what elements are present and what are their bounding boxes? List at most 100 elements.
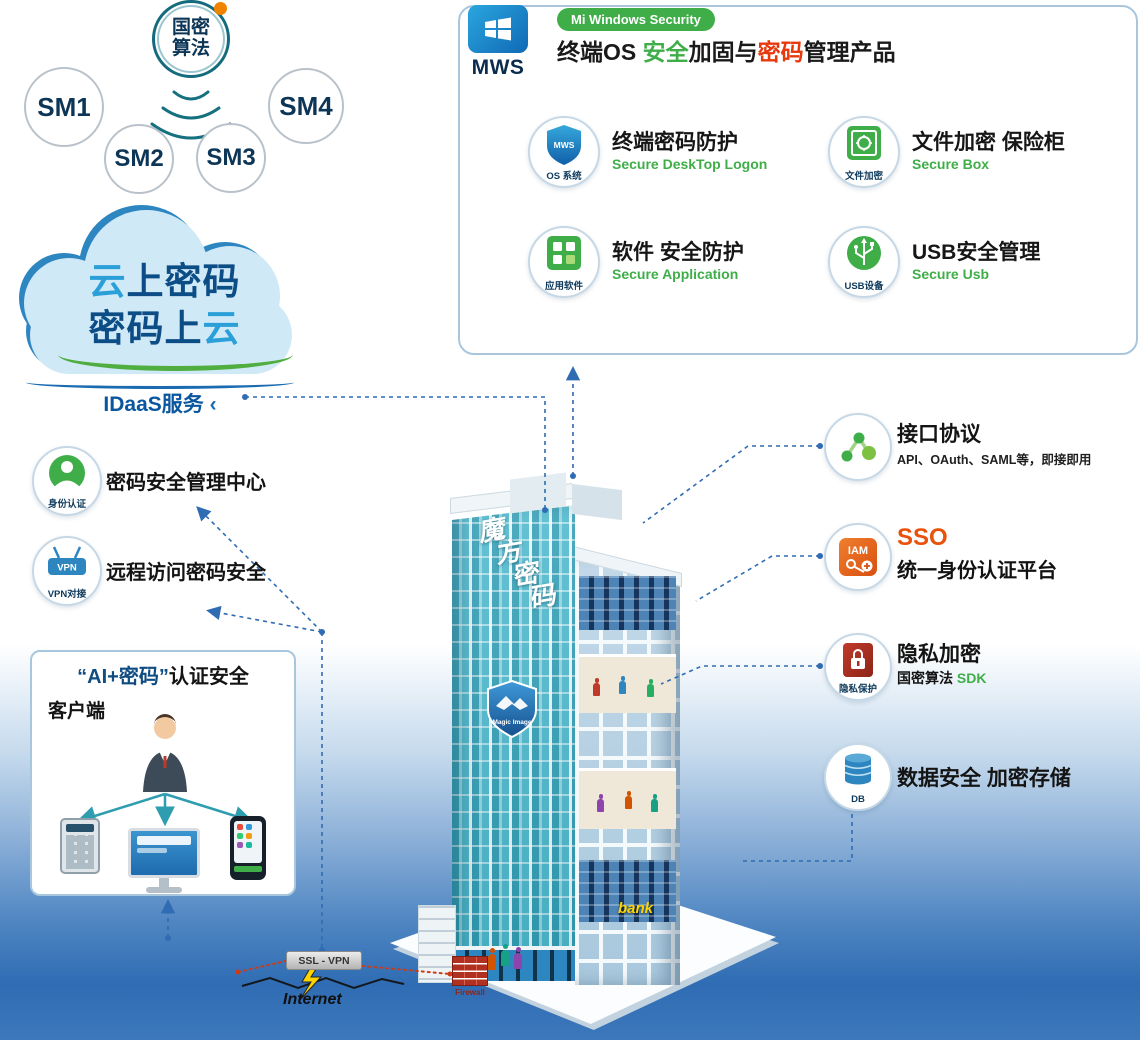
svg-text:IAM: IAM — [848, 545, 868, 557]
keypad-keys — [66, 835, 94, 869]
monitor-screen — [128, 828, 200, 878]
vpn-router-icon: VPN — [48, 546, 86, 575]
office-floor — [579, 768, 676, 829]
client-box-title: “AI+密码”认证安全 — [32, 660, 294, 689]
idaas-label: IDaaS服务 ‹ — [55, 388, 265, 418]
office-floor — [579, 654, 676, 713]
badge-label: VPN对接 — [47, 589, 87, 600]
badge-label: 身份认证 — [47, 499, 86, 510]
client-title-em: “AI+密码” — [77, 666, 169, 688]
privacy-sub-green: SDK — [956, 670, 987, 686]
svg-text:MWS: MWS — [554, 140, 575, 150]
building-annex — [418, 905, 456, 983]
badge-label: 应用软件 — [544, 281, 583, 292]
penthouse — [572, 478, 622, 521]
sm4-circle: SM4 — [268, 68, 344, 144]
bank-sign: bank — [618, 900, 654, 917]
badge-label: USB设备 — [844, 281, 884, 292]
left-arrow-icon: ‹ — [209, 393, 217, 416]
badge-label: DB — [851, 794, 865, 805]
vpn-badge: VPN VPN对接 — [32, 536, 102, 606]
service-title-data-security: 数据安全 加密存储 — [897, 767, 1071, 790]
firewall-icon — [452, 956, 488, 986]
usb-icon — [847, 236, 881, 270]
file-encrypt-badge: 文件加密 — [828, 116, 900, 188]
gm-label-line2: 算法 — [171, 37, 210, 59]
phone-screen — [234, 821, 262, 863]
mws-logo-text: MWS — [471, 56, 525, 79]
mws-item-subtitle: Secure Application — [612, 266, 739, 282]
mws-item-title: USB安全管理 — [912, 241, 1041, 264]
svg-text:VPN: VPN — [57, 563, 77, 574]
mws-item-subtitle: Secure Box — [912, 156, 990, 172]
gm-label-line1: 国密 — [171, 17, 210, 38]
penthouse — [510, 466, 566, 514]
cloud-underline-green — [58, 338, 293, 371]
mws-badge-pill: Mi Windows Security — [557, 8, 715, 31]
firewall-label: Firewall — [455, 988, 485, 997]
windows-logo-icon — [468, 5, 528, 53]
keypad-screen — [66, 824, 94, 832]
service-title-sso: SSO — [897, 524, 948, 551]
title-part: 终端OS — [557, 39, 643, 65]
shield-logo-icon: Magic Image — [487, 679, 537, 739]
sm2-circle: SM2 — [104, 124, 174, 194]
service-sub-sso: 统一身份认证平台 — [897, 560, 1057, 582]
sm1-circle: SM1 — [24, 67, 104, 147]
os-system-badge: MWS OS 系统 — [528, 116, 600, 188]
usb-device-badge: USB设备 — [828, 226, 900, 298]
title-part: 管理产品 — [803, 39, 896, 65]
distribution-arrows — [76, 792, 254, 826]
client-title-rest: 认证安全 — [168, 666, 249, 688]
mws-panel-title: 终端OS 安全加固与密码管理产品 — [557, 33, 896, 67]
ssl-vpn-box: SSL - VPN — [286, 951, 362, 970]
service-title-privacy: 隐私加密 — [897, 643, 981, 666]
building-main-tower — [452, 505, 575, 981]
title-part: 密码 — [757, 39, 804, 65]
phone-device-icon — [230, 816, 266, 880]
building-sign-char: 码 — [531, 578, 558, 614]
server-rack-floor — [579, 860, 676, 922]
idaas-text: IDaaS服务 — [103, 393, 204, 416]
title-part: 加固与 — [688, 39, 758, 65]
identity-icon — [49, 455, 85, 491]
privacy-sub-black: 国密算法 — [897, 670, 957, 686]
api-nodes-icon — [841, 432, 876, 462]
iam-icon: IAM — [839, 538, 877, 576]
service-title-remote-access: 远程访问密码安全 — [106, 562, 266, 584]
database-icon — [844, 753, 872, 785]
mws-item-subtitle: Secure DeskTop Logon — [612, 156, 768, 172]
mws-item-title: 软件 安全防护 — [612, 241, 744, 264]
service-title-password-center: 密码安全管理中心 — [106, 472, 266, 494]
badge-label: 文件加密 — [844, 171, 883, 182]
slogan-part: 云 — [88, 261, 127, 302]
application-grid-icon — [547, 236, 581, 270]
mws-item-title: 终端密码防护 — [612, 131, 738, 154]
sm3-circle: SM3 — [196, 123, 266, 193]
sso-iam-badge: IAM — [824, 523, 892, 591]
identity-auth-badge: 身份认证 — [32, 446, 102, 516]
privacy-lock-icon — [843, 643, 873, 677]
cloud-underline-blue — [26, 376, 294, 389]
phone-bottom-bar — [234, 866, 262, 872]
shield-mws-icon: MWS — [547, 125, 581, 165]
slogan-part: 上密码 — [126, 261, 241, 302]
internet-label: Internet — [283, 991, 342, 1008]
orange-dot — [214, 2, 227, 15]
ai-password-client-box: “AI+密码”认证安全 客户端 — [30, 650, 296, 896]
api-protocol-badge — [824, 413, 892, 481]
brand-shield: Magic Image — [486, 679, 538, 743]
client-label: 客户端 — [48, 701, 106, 722]
mws-item-title: 文件加密 保险柜 — [912, 131, 1065, 154]
app-software-badge: 应用软件 — [528, 226, 600, 298]
service-sub-privacy: 国密算法 SDK — [897, 668, 986, 688]
badge-label: 隐私保护 — [838, 684, 877, 695]
badge-label: OS 系统 — [546, 171, 582, 182]
desktop-device-icon — [128, 828, 200, 893]
title-part: 安全 — [642, 39, 689, 65]
keypad-device-icon — [60, 818, 100, 874]
database-badge: DB — [824, 743, 892, 811]
svg-text:Magic Image: Magic Image — [492, 719, 531, 726]
safe-box-icon — [847, 126, 881, 160]
privacy-badge: 隐私保护 — [824, 633, 892, 701]
